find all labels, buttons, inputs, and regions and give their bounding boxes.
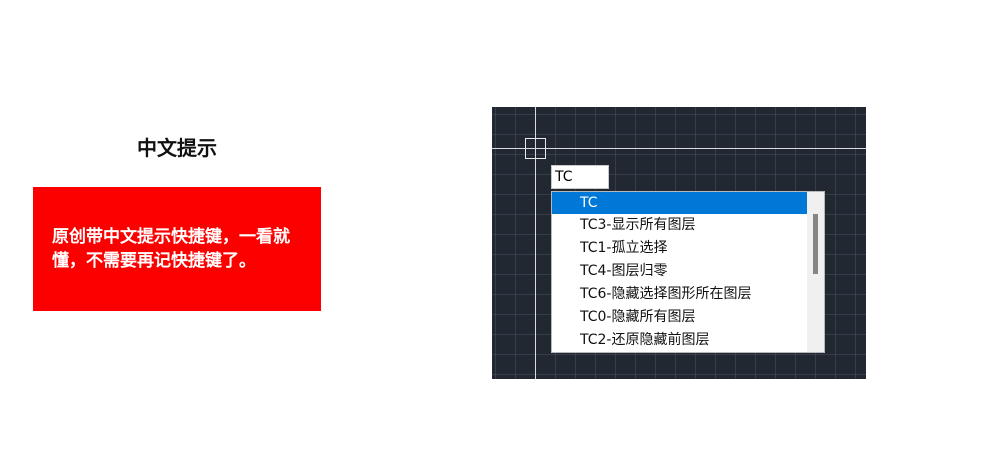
autocomplete-item[interactable]: TC3-显示所有图层 [580,217,696,233]
autocomplete-item[interactable]: TC4-图层归零 [580,263,668,279]
command-autocomplete-list[interactable]: TC TC3-显示所有图层 TC1-孤立选择 TC4-图层归零 TC6-隐藏选择… [551,191,825,353]
feature-banner: 原创带中文提示快捷键，一看就懂，不需要再记快捷键了。 [33,187,321,311]
crosshair-vertical-line [535,107,536,379]
autocomplete-item[interactable]: TC6-隐藏选择图形所在图层 [580,286,752,302]
autocomplete-item[interactable]: TC1-孤立选择 [580,240,668,256]
feature-description: 原创带中文提示快捷键，一看就懂，不需要再记快捷键了。 [52,227,290,271]
cursor-pickbox [525,138,546,159]
autocomplete-scrollbar[interactable] [807,192,824,352]
autocomplete-item[interactable]: TC2-还原隐藏前图层 [580,332,710,348]
feature-title: 中文提示 [137,136,217,160]
autocomplete-item[interactable]: TC0-隐藏所有图层 [580,309,696,325]
command-input[interactable]: TC [551,165,609,189]
autocomplete-item[interactable]: TC [552,192,807,214]
scrollbar-thumb[interactable] [813,214,818,274]
cad-drawing-canvas[interactable]: TC TC TC3-显示所有图层 TC1-孤立选择 TC4-图层归零 TC6-隐… [492,107,866,379]
crosshair-horizontal-line [492,148,866,149]
